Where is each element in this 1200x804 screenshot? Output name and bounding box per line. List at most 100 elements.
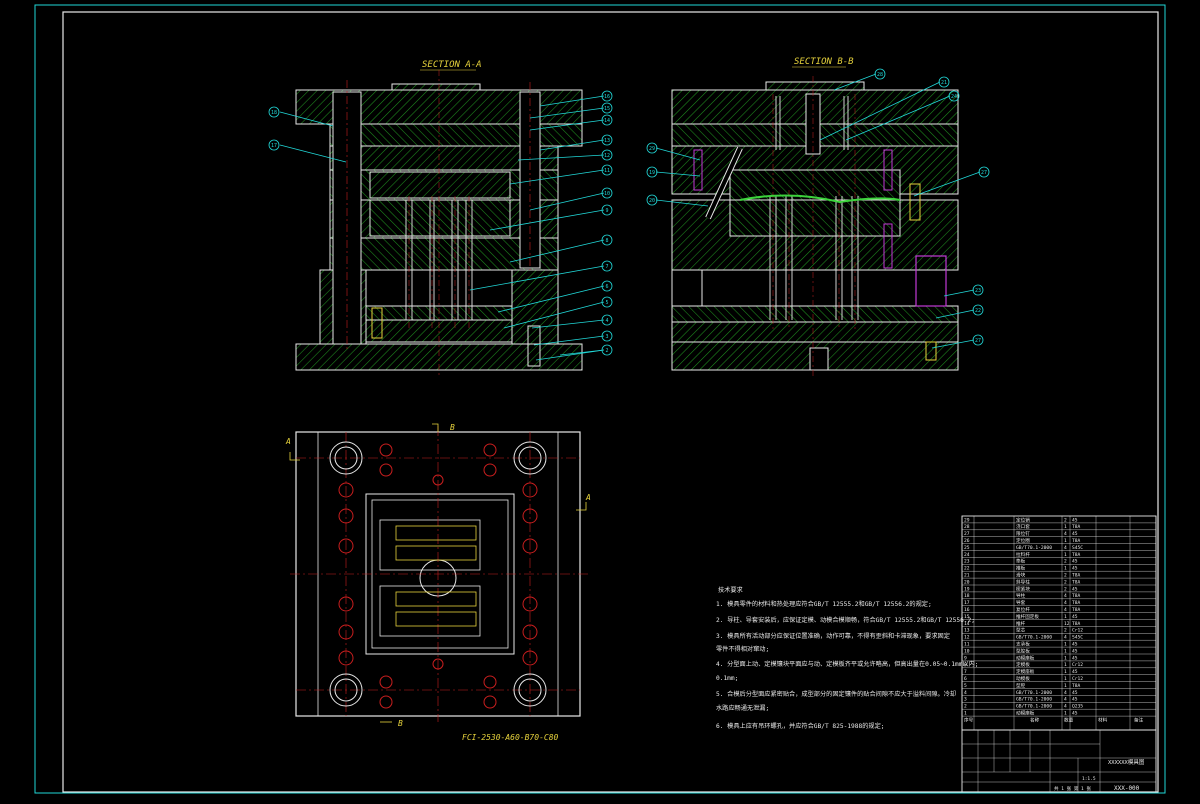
bom-cell: 1: [1064, 642, 1067, 648]
bom-cell: 45: [1072, 566, 1078, 572]
section-bb-title: SECTION B-B: [794, 57, 854, 67]
bom-cell: S45C: [1072, 635, 1083, 641]
bom-cell: 28: [964, 524, 970, 530]
balloon-label: 11: [604, 168, 610, 174]
bom-cell: 型腔板: [1016, 647, 1030, 654]
balloon-label: 4: [605, 318, 608, 324]
bom-cell: 2: [1064, 559, 1067, 565]
bom-cell: 导柱: [1016, 592, 1026, 599]
bom-cell: 22: [964, 566, 970, 572]
bom-cell: 4: [1064, 704, 1067, 710]
bom-cell: 1: [964, 711, 967, 717]
balloon-label: 6: [605, 284, 608, 290]
bom-header-cell: 数量: [1064, 716, 1074, 723]
bom-cell: GB/T70.1-2000: [1016, 545, 1052, 551]
moldbase-spec: FCI-2530-A60-B70-C80: [462, 733, 559, 742]
bom-cell: GB/T70.1-2000: [1016, 635, 1052, 641]
bom-cell: 定模板: [1016, 661, 1030, 668]
balloon-label: 29: [649, 146, 655, 152]
bom-cell: 滑块: [1016, 572, 1026, 579]
bom-cell: 1: [1064, 655, 1067, 661]
bom-cell: 型腔: [1016, 682, 1026, 689]
bom-cell: 1: [1064, 538, 1067, 544]
bom-cell: 45: [1072, 669, 1078, 675]
bom-cell: 19: [964, 586, 970, 592]
bom-cell: 45: [1072, 711, 1078, 717]
bom-cell: 支承板: [1016, 641, 1030, 648]
balloon-label: 17: [271, 143, 277, 149]
bom-cell: 4: [1064, 690, 1067, 696]
bom-cell: 定位销: [1016, 516, 1030, 523]
bom-cell: 23: [964, 559, 970, 565]
bom-cell: 12: [1064, 621, 1070, 627]
bom-cell: 拉料杆: [1016, 551, 1030, 558]
cut-label-b-top: B: [450, 423, 455, 432]
section-aa-view: SECTION A-A: [295, 60, 583, 376]
bom-cell: GB/T70.1-2000: [1016, 697, 1052, 703]
bom-cell: 2: [1064, 579, 1067, 585]
bom-cell: 15: [964, 614, 970, 620]
bom-cell: 垫板: [1016, 558, 1026, 565]
bom-cell: 25: [964, 545, 970, 551]
bom-cell: T8A: [1072, 524, 1081, 530]
bom-cell: 1: [1064, 669, 1067, 675]
tech-req-line: 1. 模具零件的材料和热处理应符合GB/T 12555.2和GB/T 12556…: [716, 600, 932, 608]
bom-cell: GB/T70.1-2000: [1016, 704, 1052, 710]
balloon-label: 12: [604, 153, 610, 159]
plan-view: A A B B FCI-2530-A60-B70-C80: [285, 423, 591, 742]
bom-cell: T8A: [1072, 607, 1081, 613]
bom-cell: T8A: [1072, 573, 1081, 579]
drawing-scale: 1:1.5: [1082, 776, 1096, 782]
balloon-label: 16: [604, 94, 610, 100]
cut-label-a-right: A: [585, 493, 591, 502]
bom-cell: 17: [964, 600, 970, 606]
bom-cell: 1: [1064, 662, 1067, 668]
bom-cell: 1: [1064, 614, 1067, 620]
section-aa-balloon-circles: [268, 90, 613, 356]
section-bb-balloon-labels: 28 21 24 29 19 20 27 23 22 27: [649, 72, 987, 344]
bom-cell: 1: [1064, 711, 1067, 717]
bom-header-cell: 名称: [1030, 716, 1040, 723]
bom-cell: 9: [964, 655, 967, 661]
section-aa-balloon-labels: 16 15 14 13 12 11 10 9 8 7 6 5 4 3 2 18 …: [271, 94, 610, 354]
balloon-label: 9: [605, 208, 608, 214]
bom-cell: 推杆固定板: [1016, 613, 1039, 620]
balloon-label: 2: [605, 348, 608, 354]
drawing-name: XXXXXX模具图: [1108, 758, 1145, 766]
balloon-label: 14: [604, 118, 610, 124]
tech-req-line: 5. 合模后分型面应紧密贴合，成型部分的固定镶件的贴合间隙不应大于溢料间隙。冷却: [716, 690, 956, 698]
bom-cell: 24: [964, 552, 970, 558]
bom-cell: 复位杆: [1016, 606, 1030, 613]
tech-req-line: 4. 分型面上动、定模镶块平面应与动、定模板齐平或允许略高，但高出量在0.05~…: [716, 660, 979, 668]
bom-cell: 26: [964, 538, 970, 544]
bom-cell: 45: [1072, 517, 1078, 523]
tech-req-line: 零件不得相对窜动;: [716, 645, 769, 653]
bom-cell: 1: [1064, 552, 1067, 558]
tech-req-heading: 技术要求: [718, 586, 743, 594]
bom-cell: 4: [1064, 635, 1067, 641]
bom-cell: 斜导柱: [1016, 578, 1030, 585]
balloon-label: 21: [941, 80, 947, 86]
cut-label-a-left: A: [285, 437, 291, 446]
bom-cell: 2: [1064, 517, 1067, 523]
bom-cell: 18: [964, 593, 970, 599]
bom-cell: T8A: [1072, 538, 1081, 544]
balloon-label: 3: [605, 334, 608, 340]
bom-cell: 4: [964, 690, 967, 696]
bom-header-cell: 备注: [1134, 716, 1144, 723]
bom-cell: 45: [1072, 586, 1078, 592]
bom-cell: 1: [1064, 648, 1067, 654]
cut-label-b-bottom: B: [398, 719, 403, 728]
bom-cell: 3: [964, 697, 967, 703]
bom-cell: 4: [1064, 607, 1067, 613]
section-aa-title: SECTION A-A: [422, 60, 482, 70]
bom-cell: 12: [964, 635, 970, 641]
bom-cell: 限位钉: [1016, 530, 1030, 537]
balloon-label: 22: [975, 308, 981, 314]
bom-cell: Q235: [1072, 704, 1083, 710]
bom-cell: 定模座板: [1016, 668, 1035, 675]
bom-cell: 6: [964, 676, 967, 682]
bom-header-cell: 序号: [964, 716, 974, 723]
